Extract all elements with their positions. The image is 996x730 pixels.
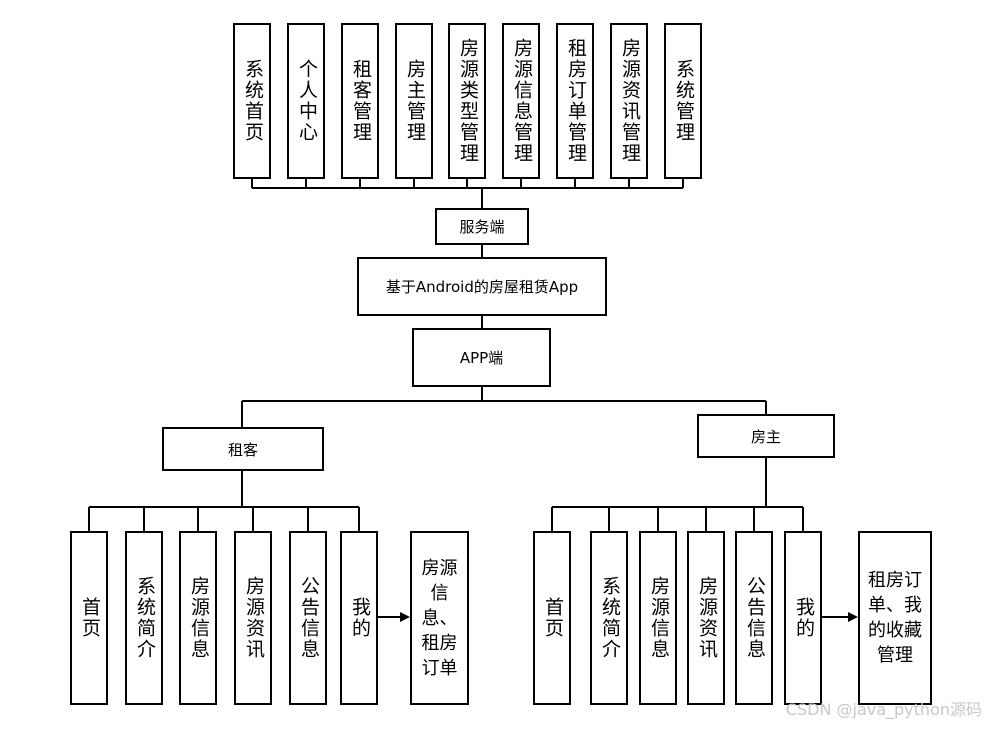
tenant-module-box: 房源资讯 (234, 531, 272, 705)
owner-module-box: 首页 (533, 531, 571, 705)
owner-module-box: 房源信息 (639, 531, 677, 705)
owner-detail-box: 租房订单、我的收藏管理 (858, 531, 932, 705)
server-end-box: 服务端 (435, 208, 529, 245)
tenant-module-box: 房源信息 (179, 531, 217, 705)
top-module-box: 房主管理 (395, 23, 433, 179)
tenant-arrowhead (400, 612, 410, 622)
top-module-box: 房源信息管理 (502, 23, 540, 179)
top-module-box: 租房订单管理 (556, 23, 594, 179)
top-module-box: 系统首页 (233, 23, 271, 179)
owner-module-box: 房源资讯 (687, 531, 725, 705)
owner-detail-text: 租房订单、我的收藏管理 (868, 570, 922, 666)
tenant-module-box: 公告信息 (289, 531, 327, 705)
top-module-box: 房源资讯管理 (610, 23, 648, 179)
owner-role-box: 房主 (697, 414, 835, 458)
tenant-detail-text: 房源信息、租房订单 (421, 557, 458, 679)
top-module-box: 房源类型管理 (448, 23, 486, 179)
owner-arrowhead (848, 612, 858, 622)
tenant-module-box: 我的 (340, 531, 378, 705)
tenant-detail-box: 房源信息、租房订单 (410, 531, 469, 705)
owner-module-box: 系统简介 (590, 531, 628, 705)
top-module-box: 租客管理 (341, 23, 379, 179)
top-module-box: 系统管理 (664, 23, 702, 179)
owner-module-box: 公告信息 (735, 531, 773, 705)
tenant-module-box: 首页 (70, 531, 108, 705)
tenant-role-box: 租客 (162, 427, 324, 471)
app-end-box: APP端 (412, 328, 551, 387)
owner-module-box: 我的 (784, 531, 822, 705)
top-module-box: 个人中心 (287, 23, 325, 179)
app-title-box: 基于Android的房屋租赁App (357, 257, 607, 316)
csdn-watermark: CSDN @java_python源码 (785, 700, 982, 719)
tenant-module-box: 系统简介 (125, 531, 163, 705)
